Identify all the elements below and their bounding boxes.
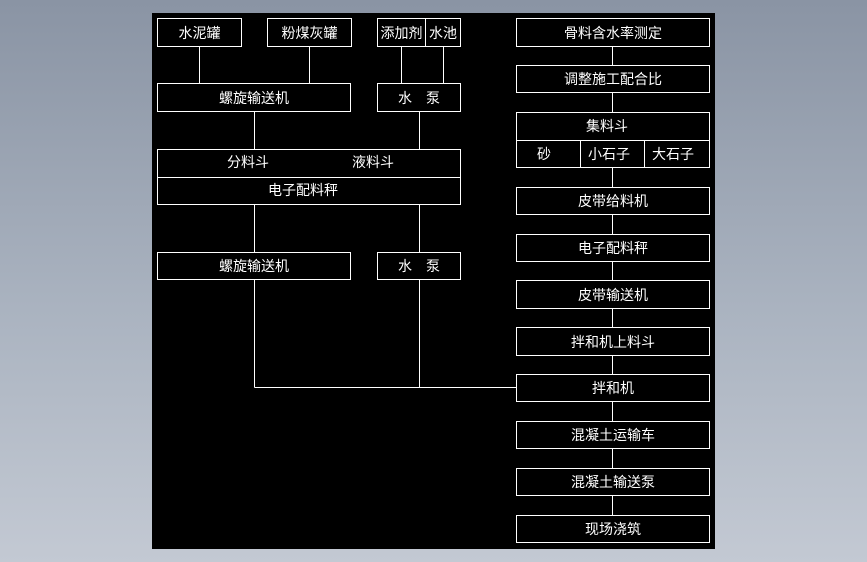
flyash-tank-box: 粉煤灰罐 (267, 18, 352, 47)
concrete-pump-box: 混凝土输送泵 (516, 468, 710, 496)
powder-hopper-label: 分料斗 (227, 155, 269, 171)
screw-conveyor-bottom-label: 螺旋输送机 (219, 259, 289, 275)
transport-truck-label: 混凝土运输车 (571, 428, 655, 444)
cement-tank-label: 水泥罐 (178, 25, 221, 42)
sand-label: 砂 (537, 147, 551, 163)
additive-label: 添加剂 (380, 25, 423, 42)
water-pool-box: 水池 (425, 18, 461, 47)
water-pump-top-box: 水 泵 (377, 83, 461, 112)
flyash-tank-label: 粉煤灰罐 (281, 25, 338, 42)
right-electronic-scale-box: 电子配料秤 (516, 234, 710, 262)
site-pouring-box: 现场浇筑 (516, 515, 710, 543)
screw-conveyor-top-label: 螺旋输送机 (219, 90, 289, 107)
screw-conveyor-top-box: 螺旋输送机 (157, 83, 351, 112)
small-stone-label: 小石子 (588, 147, 630, 163)
water-pool-label: 水池 (429, 25, 457, 42)
large-stone-label: 大石子 (652, 147, 694, 163)
adjust-ratio-box: 调整施工配合比 (516, 65, 710, 93)
hopper-scale-box (157, 149, 461, 205)
flowchart-canvas: 水泥罐 粉煤灰罐 添加剂 水池 螺旋输送机 水 泵 分料斗 液料斗 电子配料秤 … (152, 13, 715, 549)
concrete-pump-label: 混凝土输送泵 (571, 475, 655, 491)
moisture-test-label: 骨料含水率测定 (564, 25, 662, 42)
moisture-test-box: 骨料含水率测定 (516, 18, 710, 47)
belt-conveyor-box: 皮带输送机 (516, 280, 710, 309)
cement-tank-box: 水泥罐 (157, 18, 242, 47)
additive-box: 添加剂 (377, 18, 426, 47)
water-pump-bottom-label: 水 泵 (398, 259, 440, 275)
transport-truck-box: 混凝土运输车 (516, 421, 710, 449)
mixer-hopper-box: 拌和机上料斗 (516, 327, 710, 356)
right-electronic-scale-label: 电子配料秤 (578, 241, 648, 257)
adjust-ratio-label: 调整施工配合比 (564, 72, 662, 88)
left-electronic-scale-label: 电子配料秤 (268, 183, 338, 199)
mixer-hopper-label: 拌和机上料斗 (571, 334, 655, 351)
liquid-hopper-label: 液料斗 (352, 155, 394, 171)
water-pump-bottom-box: 水 泵 (377, 252, 461, 280)
water-pump-top-label: 水 泵 (398, 90, 440, 107)
belt-feeder-label: 皮带给料机 (578, 194, 648, 210)
mixer-label: 拌和机 (592, 381, 634, 397)
aggregate-hopper-label: 集料斗 (586, 119, 628, 135)
belt-conveyor-label: 皮带输送机 (578, 287, 648, 304)
mixer-box: 拌和机 (516, 374, 710, 402)
connector-lines (157, 47, 710, 515)
belt-feeder-box: 皮带给料机 (516, 187, 710, 215)
site-pouring-label: 现场浇筑 (585, 522, 641, 538)
screw-conveyor-bottom-box: 螺旋输送机 (157, 252, 351, 280)
aggregate-hopper-box (516, 112, 710, 168)
